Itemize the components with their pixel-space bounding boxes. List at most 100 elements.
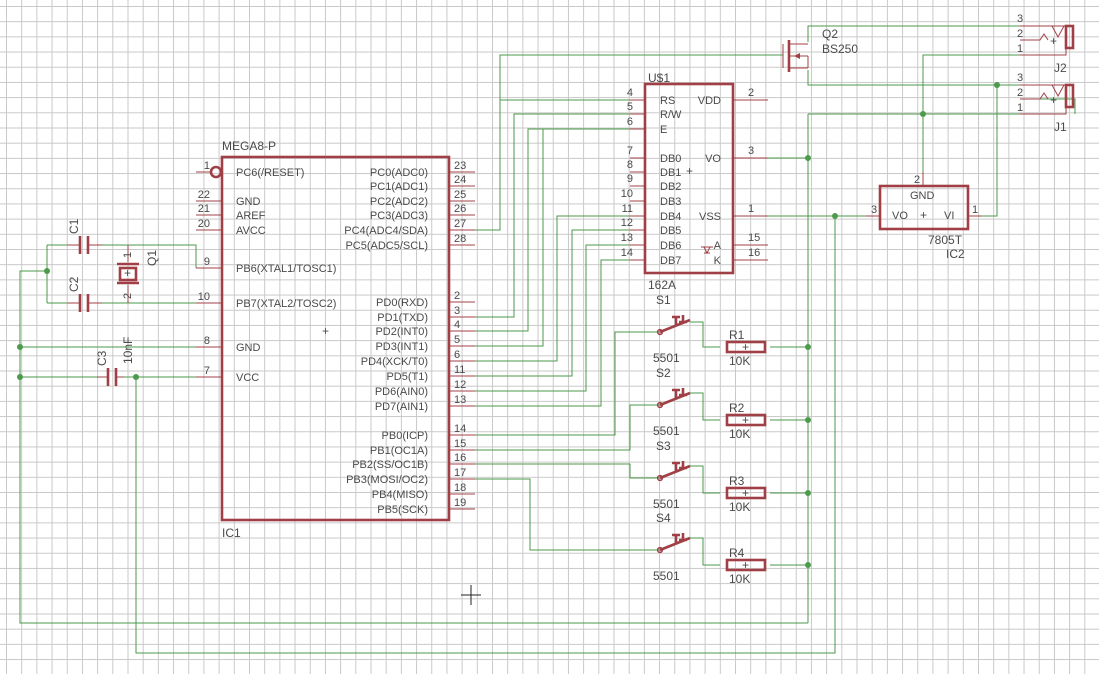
ic1-pin-number: 13: [454, 394, 466, 406]
ic1-pin-name: PD1(TXD): [377, 312, 428, 324]
ic1-pin-number: 22: [198, 189, 210, 201]
q2-arrow-icon: [794, 53, 800, 59]
ic1-pin-name: PB3(MOSI/OC2): [346, 474, 428, 486]
ic1-pin-name: PC2(ADC2): [370, 196, 428, 208]
resistor-origin: +: [742, 486, 749, 500]
resistor-value: 10K: [729, 572, 750, 586]
capacitor-c2[interactable]: C2: [67, 276, 102, 312]
ic1-pin-name: PB1(OC1A): [370, 445, 428, 457]
q1-crystal[interactable]: + 1 2 Q1: [117, 245, 159, 303]
switch-name: S2: [656, 366, 671, 380]
ic1-pin-name: PC3(ADC3): [370, 210, 428, 222]
ic1-pin-number: 27: [454, 218, 466, 230]
jack-j2[interactable]: + 3 2 1 J2: [1017, 13, 1075, 75]
wire-pd7-db7: [475, 259, 630, 407]
lcd-pin-name: DB4: [660, 211, 681, 223]
ic1-pin-number: 6: [454, 349, 460, 361]
ic2-vi-label: VI: [944, 210, 954, 222]
c1-plates: [78, 236, 90, 254]
wire-caps-left: [19, 244, 68, 348]
lcd-pin-number: 7: [627, 145, 633, 157]
ic1-pin-number: 9: [204, 256, 210, 268]
wire-pd1-rw: [475, 113, 630, 318]
wire-pb2-s3: [475, 463, 660, 479]
wire-reg-vi: [970, 84, 1020, 217]
ic1-name: IC1: [222, 526, 241, 540]
lcd-pin-number: 4: [627, 87, 633, 99]
lcd-pin-number: 12: [621, 217, 633, 229]
lcd-pin-name: DB3: [660, 196, 681, 208]
ic1-pin-name: PC1(ADC1): [370, 181, 428, 193]
crosshair-cursor-icon: [461, 585, 481, 605]
junction-dot: [17, 374, 23, 380]
ic1-pin-name: GND: [236, 196, 261, 208]
resistor-value: 10K: [729, 354, 750, 368]
ic1-pin-number: 5: [454, 334, 460, 346]
lcd-pin-name: DB2: [660, 181, 681, 193]
junction-dot: [17, 344, 23, 350]
ic1-pin-name: PB4(MISO): [372, 489, 428, 501]
resistor-name: R3: [729, 474, 745, 488]
c3-plates: [106, 368, 118, 386]
ic1-pin-number: 1: [204, 160, 210, 172]
j1-pin3: 3: [1017, 72, 1023, 84]
q1-pin2: 2: [122, 293, 134, 299]
switch-value: 5501: [653, 351, 680, 365]
ic2-gnd-label: GND: [910, 190, 935, 202]
ic2-pin-vi-num: 1: [972, 204, 978, 216]
capacitor-c3[interactable]: C3 10nF: [95, 337, 135, 386]
switch-name: S3: [656, 439, 671, 453]
lcd-pin-name: DB1: [660, 167, 681, 179]
resistor-origin: +: [742, 340, 749, 354]
wire-pc4-rs: [475, 54, 783, 231]
ic1-pin-name: PB7(XTAL2/TOSC2): [236, 298, 336, 310]
q2-value: BS250: [822, 42, 858, 56]
ic1-pin-name: PC0(ADC0): [370, 167, 428, 179]
lcd-pin-name: VDD: [698, 95, 721, 107]
junctions: [17, 82, 1000, 568]
q2-mosfet[interactable]: Q2 BS250: [782, 27, 858, 72]
switch-name: S4: [656, 511, 671, 525]
jack-j1[interactable]: + 3 2 1 J1: [1017, 72, 1075, 134]
resistor-body: [725, 558, 767, 572]
junction-dot: [133, 374, 139, 380]
junction-dot: [805, 344, 811, 350]
q1-origin: +: [124, 266, 131, 280]
wire-pd3-e: [475, 129, 544, 347]
j2-pin3: 3: [1017, 13, 1023, 25]
ic2-regulator[interactable]: GND VO VI 2 3 1 + 7805T IC2: [866, 172, 982, 261]
c3-value: 10nF: [121, 337, 135, 364]
ic1-pin-name: PB0(ICP): [382, 430, 428, 442]
ic1-atmega8[interactable]: MEGA8-P IC1 + 1PC6(/RESET)22GND21AREF20A…: [196, 139, 475, 540]
junction-dot: [920, 111, 926, 117]
resistor-r1[interactable]: +R1 10K: [725, 328, 767, 368]
ic1-pin-name: PD5(T1): [386, 371, 428, 383]
ic1-pin-number: 12: [454, 379, 466, 391]
lcd-pin-number: 14: [621, 247, 633, 259]
resistor-origin: +: [742, 413, 749, 427]
resistor-body: [725, 486, 767, 500]
lcd-pin-number: 8: [627, 159, 633, 171]
ic1-pin-number: 28: [454, 233, 466, 245]
lcd-pin-number: 1: [748, 203, 754, 215]
lcd-u1[interactable]: U$1 162A + 4RS5R/W6E7DB08DB19DB210DB311D…: [621, 71, 768, 292]
wire-s2-r2: [690, 392, 808, 421]
junction-dot: [805, 417, 811, 423]
junction-dot: [832, 213, 838, 219]
capacitor-c1[interactable]: C1: [67, 218, 102, 254]
wire-xtal1: [102, 244, 197, 268]
ic1-pin-name: PB6(XTAL1/TOSC1): [236, 263, 336, 275]
ic1-pin-number: 17: [454, 467, 466, 479]
wire-s1-r1: [690, 321, 808, 348]
ic1-pin-number: 25: [454, 189, 466, 201]
resistor-name: R1: [729, 328, 745, 342]
ic1-pin-name: PC4(ADC4/SDA): [344, 225, 428, 237]
lcd-pin-number: 5: [627, 101, 633, 113]
